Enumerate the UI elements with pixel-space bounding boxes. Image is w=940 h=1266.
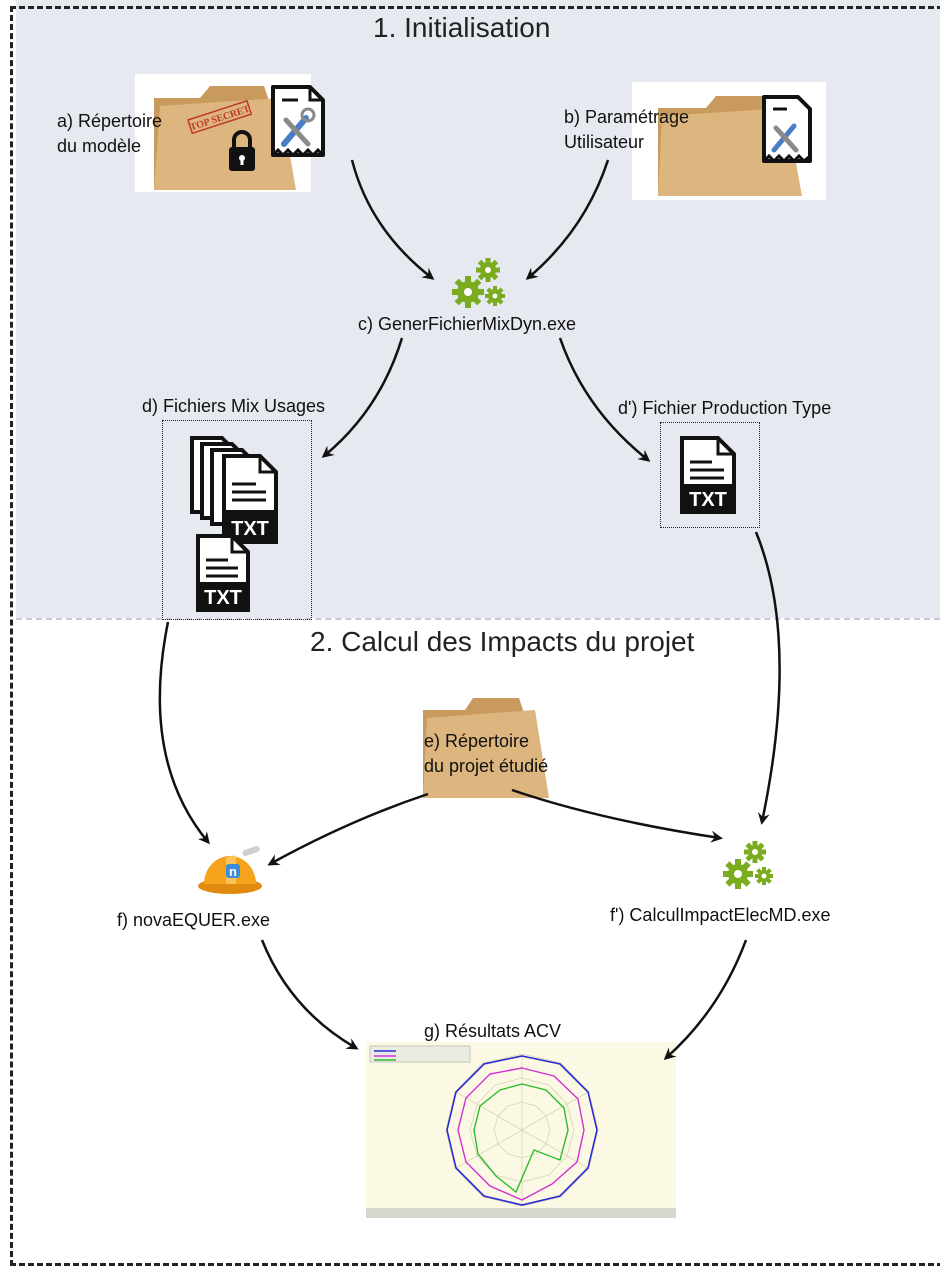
- svg-text:TXT: TXT: [231, 518, 269, 540]
- arrow-e-to-f: [267, 792, 429, 866]
- node-b-label: b) Paramétrage Utilisateur: [564, 105, 689, 155]
- generator-gears-icon: [452, 258, 505, 308]
- novaequer-helmet-icon: n: [198, 845, 262, 894]
- node-d-label: d) Fichiers Mix Usages: [142, 396, 326, 416]
- arrow-c-to-d-prime: [558, 337, 651, 462]
- production-type-txt-file-icon: TXT: [680, 436, 736, 514]
- node-b-label-line2: Utilisateur: [564, 132, 645, 152]
- node-a-label-line1: a) Répertoire: [57, 111, 163, 131]
- node-b-label-line1: b) Paramétrage: [564, 107, 690, 127]
- node-a-label: a) Répertoire du modèle: [57, 109, 162, 159]
- settings-document-icon: [271, 85, 325, 158]
- lca-results-radar-chart-thumbnail: [366, 1042, 676, 1218]
- arrow-f-to-g: [260, 939, 359, 1050]
- arrow-d-to-f: [158, 621, 210, 845]
- model-directory-folder-icon: TOP SECRET: [154, 86, 296, 190]
- arrow-f-prime-to-g: [663, 939, 748, 1060]
- svg-text:TXT: TXT: [204, 587, 242, 609]
- user-params-settings-document-icon: [762, 95, 812, 164]
- flow-arrows: [158, 159, 781, 1060]
- node-f-label: f) novaEQUER.exe: [117, 910, 271, 930]
- production-type-file-box: [660, 422, 760, 528]
- node-d-prime-label: d') Fichier Production Type: [618, 398, 832, 418]
- project-directory-folder-icon: [423, 698, 549, 798]
- node-f-prime-label: f') CalculImpactElecMD.exe: [610, 905, 831, 925]
- arrow-c-to-d: [321, 337, 404, 458]
- svg-text:n: n: [229, 864, 237, 879]
- lock-icon: [229, 130, 255, 171]
- arrow-b-to-c: [525, 159, 610, 280]
- node-a-label-line2: du modèle: [57, 136, 142, 156]
- node-e-label-line2: du projet étudié: [424, 756, 549, 776]
- node-g-label: g) Résultats ACV: [424, 1021, 562, 1041]
- impact-calculator-gears-icon: [723, 841, 773, 889]
- mix-usages-files-box: [162, 420, 312, 620]
- phase2-title: 2. Calcul des Impacts du projet: [310, 626, 695, 657]
- mix-usages-single-txt-icon: TXT: [196, 534, 250, 612]
- arrow-e-to-f-prime: [511, 788, 723, 843]
- node-e-label: e) Répertoire du projet étudié: [424, 729, 548, 779]
- arrow-d-prime-to-f-prime: [754, 531, 781, 825]
- mix-usages-txt-files-icon: TXT TXT: [190, 436, 278, 612]
- svg-text:TXT: TXT: [689, 489, 727, 511]
- phase-divider: [16, 618, 940, 620]
- node-c-label: c) GenerFichierMixDyn.exe: [358, 314, 577, 334]
- phase1-title: 1. Initialisation: [373, 12, 551, 43]
- node-e-label-line1: e) Répertoire: [424, 731, 530, 751]
- arrow-a-to-c: [350, 159, 435, 280]
